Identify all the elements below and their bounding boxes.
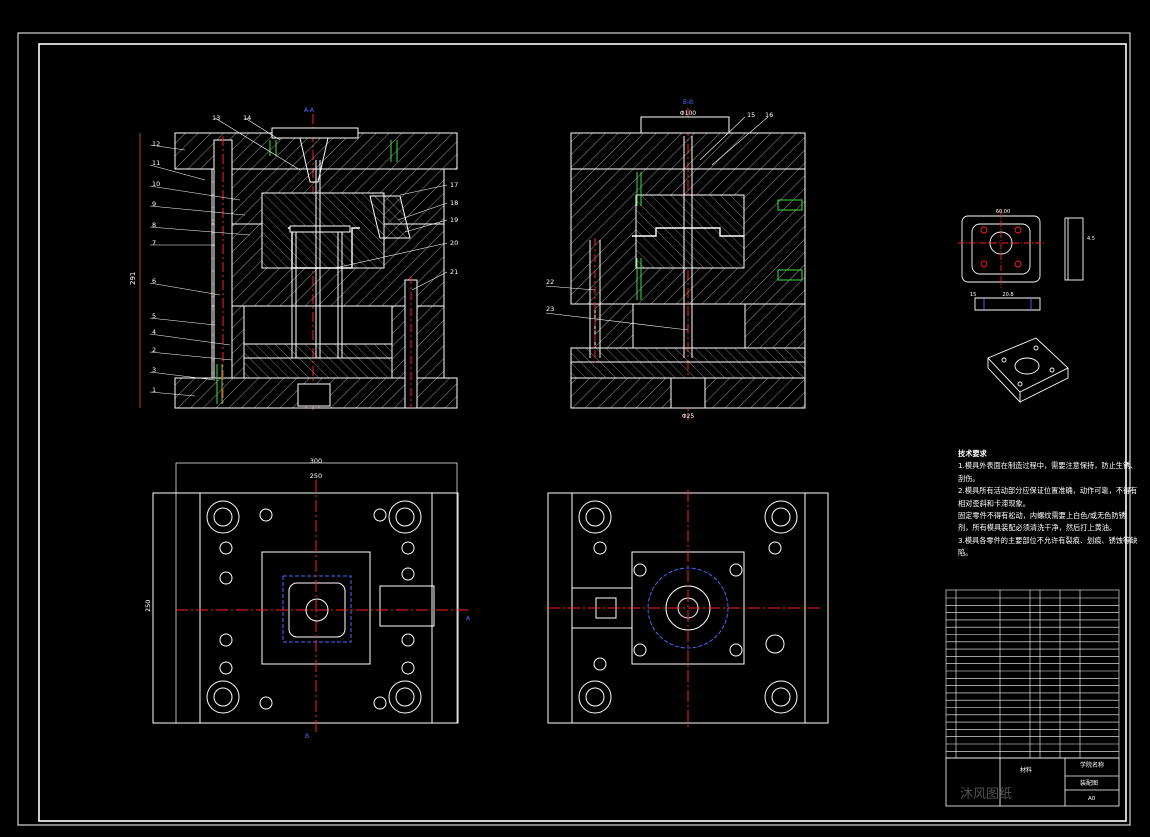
dim-height: 291 — [129, 272, 137, 285]
callouts-b: 15 16 22 23 — [545, 111, 773, 331]
section-view-a: A-A — [129, 107, 458, 410]
callout-21: 21 — [450, 268, 458, 276]
callout-1: 1 — [152, 386, 156, 394]
dim-bottom: Φ25 — [682, 413, 695, 420]
drawing-frame — [17, 32, 1131, 826]
callout-22: 22 — [546, 278, 554, 286]
callout-9: 9 — [152, 200, 156, 208]
dim-plan-outer: 300 — [310, 457, 322, 465]
dim-plan-inner: 250 — [310, 472, 322, 480]
callout-11: 11 — [152, 159, 160, 167]
title-scale: A0 — [1088, 796, 1096, 802]
callout-16: 16 — [765, 111, 773, 119]
tech-line-2: 2.模具所有活动部分应保证位置准确，动作可靠，不得有相对歪斜和卡滞现象。 — [958, 486, 1138, 508]
title-block: 材料 学院名称 装配图 A0 沐风图纸 — [945, 757, 1120, 807]
section-label-b: B-B — [683, 99, 693, 106]
callout-8: 8 — [152, 221, 156, 229]
callout-20: 20 — [450, 239, 458, 247]
callouts-a: 12 11 10 9 8 7 6 5 4 2 3 1 13 14 17 18 1… — [149, 114, 458, 397]
dim-plan-side: 250 — [144, 600, 152, 612]
plan-view-moving — [547, 490, 829, 730]
plan-view-fixed: 300 250 250 A B — [144, 457, 471, 740]
callout-19: 19 — [450, 216, 458, 224]
section-marker-b-bottom: B — [305, 733, 309, 740]
plan-holes-left — [206, 500, 422, 714]
parts-list — [945, 589, 1120, 759]
title-drawing-name: 装配图 — [1080, 779, 1098, 787]
part-drawing: 60.00 4.5 20.8 15 — [958, 209, 1095, 404]
callout-15: 15 — [747, 111, 755, 119]
callout-10: 10 — [152, 180, 160, 188]
callout-2: 2 — [152, 346, 156, 354]
section-label-a: A-A — [304, 107, 315, 114]
part-dim-bottom: 20.8 — [1002, 292, 1013, 298]
callout-7: 7 — [152, 239, 156, 247]
title-school: 学院名称 — [1080, 761, 1104, 769]
tech-line-3: 固定零件不得有松动，内螺纹需要上白色/或无色防锈剂，所有模具装配必须清洗干净，然… — [958, 511, 1126, 533]
callout-12: 12 — [152, 140, 160, 148]
part-dim-top: 60.00 — [996, 209, 1010, 215]
callout-3: 3 — [152, 366, 156, 374]
part-dim-side: 4.5 — [1087, 236, 1095, 242]
callout-13: 13 — [212, 114, 220, 122]
section-marker-a-left: A — [466, 615, 471, 622]
callout-23: 23 — [546, 305, 554, 313]
section-view-b: B-B Φ100 Φ25 — [570, 99, 806, 420]
tech-line-1: 1.模具外表面在制造过程中，需要注意保持，防止生锈、刮伤。 — [958, 461, 1138, 483]
callout-18: 18 — [450, 199, 458, 207]
part-isometric — [987, 337, 1069, 404]
technical-requirements: 技术要求 1.模具外表面在制造过程中，需要注意保持，防止生锈、刮伤。 2.模具所… — [958, 448, 1138, 560]
callout-17: 17 — [450, 181, 458, 189]
callout-6: 6 — [152, 277, 156, 285]
part-dim-left: 15 — [970, 292, 976, 298]
tech-line-4: 3.模具各零件的主要部位不允许有裂痕、划痕、锈蚀等缺陷。 — [958, 535, 1138, 558]
title-material: 材料 — [1020, 766, 1032, 774]
dim-ring-top: Φ100 — [680, 110, 696, 117]
watermark: 沐风图纸 — [960, 787, 1012, 802]
callout-4: 4 — [152, 328, 156, 336]
tech-title: 技术要求 — [958, 449, 987, 458]
callout-14: 14 — [243, 114, 251, 122]
callout-5: 5 — [152, 312, 156, 320]
